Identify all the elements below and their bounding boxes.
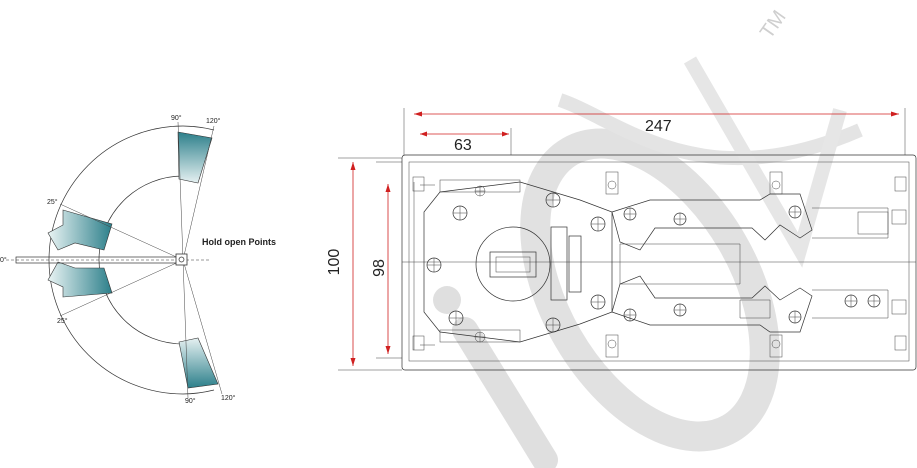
angle-label-bottom-25: 25° <box>57 317 68 325</box>
angle-diagram: 0° 25° 90° 120° 25° 90° 120° Hold open P… <box>0 114 276 405</box>
watermark-logo <box>433 56 863 468</box>
hold-arrow-top-25 <box>47 209 113 251</box>
pivot-box <box>175 253 188 266</box>
spindle-ring <box>475 226 551 302</box>
dim-inner-height-label: 98 <box>371 259 388 277</box>
trademark-text: TM <box>756 7 791 43</box>
hold-arrow-bottom-25 <box>47 261 113 298</box>
angle-label-bottom-90: 90° <box>185 397 196 405</box>
hold-sector-bottom-90 <box>178 337 219 389</box>
lower-link-arm <box>611 275 813 333</box>
bolt-holes <box>426 180 881 349</box>
angle-label-top-25: 25° <box>47 198 58 206</box>
dim-outer-height-label: 100 <box>326 249 343 276</box>
hold-open-label: Hold open Points <box>202 237 276 247</box>
closer-body-drawing: 247 63 100 98 <box>326 108 917 371</box>
hold-sector-top-90 <box>177 131 213 184</box>
upper-link-arm <box>611 193 813 251</box>
spindle-square <box>489 251 537 278</box>
angle-label-0: 0° <box>0 256 7 264</box>
outer-arc-bottom <box>48 259 184 395</box>
housing-outline <box>401 154 917 371</box>
inner-arc-bottom <box>98 259 184 345</box>
dim-offset-label: 63 <box>454 137 472 154</box>
angle-label-top-120: 120° <box>206 117 221 125</box>
angle-label-top-90: 90° <box>171 114 182 122</box>
inner-arc-top <box>98 175 184 261</box>
dim-length-label: 247 <box>645 118 672 135</box>
angle-label-bottom-120: 120° <box>221 394 236 402</box>
